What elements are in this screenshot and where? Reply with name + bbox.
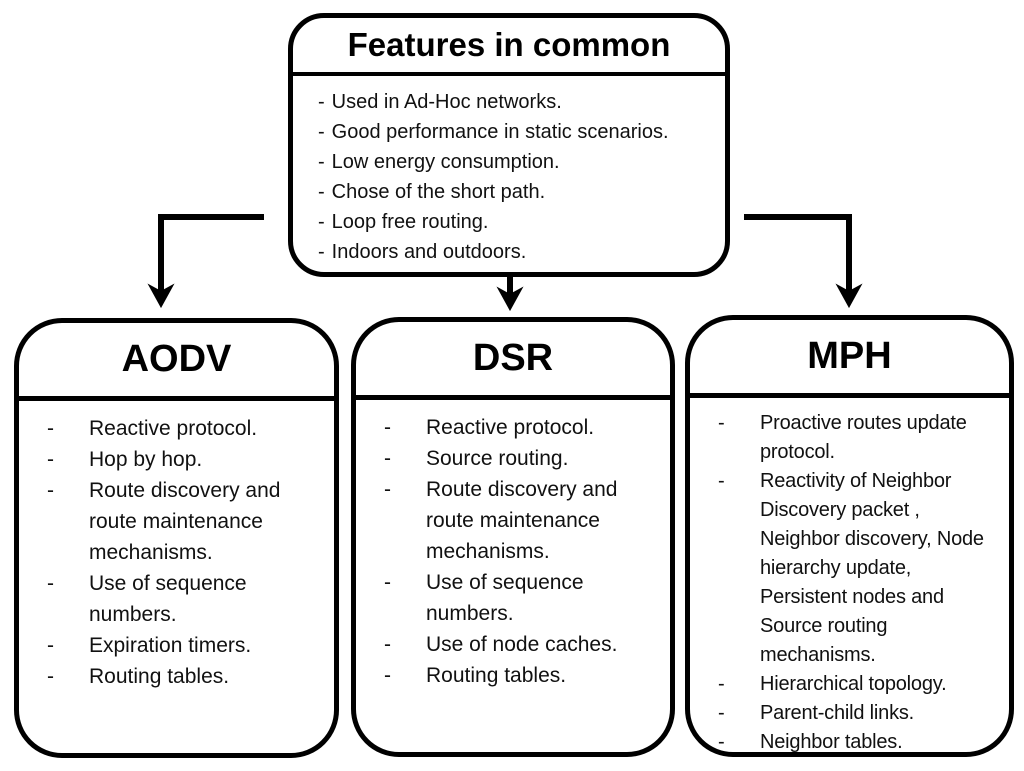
- list-item: - Source routing.: [356, 443, 670, 474]
- dsr-box: DSR - Reactive protocol. - Source routin…: [351, 317, 675, 757]
- features-box-title: Features in common: [293, 18, 725, 76]
- item-text: Hop by hop.: [89, 448, 203, 471]
- list-item: - Good performance in static scenarios.: [318, 117, 717, 147]
- list-item: - Hop by hop.: [19, 444, 334, 475]
- dash-bullet: -: [384, 633, 391, 656]
- item-text: Routing tables.: [426, 664, 567, 687]
- item-text: Route discovery and route maintenance me…: [89, 479, 281, 564]
- dash-bullet: -: [718, 673, 725, 695]
- list-item: - Indoors and outdoors.: [318, 237, 717, 267]
- list-item: - Parent-child links.: [690, 699, 1009, 728]
- item-text: Route discovery and route maintenance me…: [426, 478, 618, 563]
- dash-bullet: -: [318, 91, 325, 113]
- dash-bullet: -: [718, 470, 725, 492]
- item-text: Source routing.: [426, 447, 569, 470]
- dash-bullet: -: [47, 665, 54, 688]
- aodv-box-title: AODV: [19, 323, 334, 401]
- list-item: - Routing tables.: [19, 661, 334, 692]
- dsr-list: - Reactive protocol. - Source routing. -…: [356, 400, 670, 691]
- aodv-box: AODV - Reactive protocol. - Hop by hop. …: [14, 318, 339, 758]
- dash-bullet: -: [384, 571, 391, 594]
- list-item: - Route discovery and route maintenance …: [19, 475, 334, 568]
- list-item: - Neighbor tables.: [690, 728, 1009, 757]
- arrow-to-dsr: [496, 276, 524, 312]
- dash-bullet: -: [318, 241, 325, 263]
- list-item: - Proactive routes update protocol.: [690, 409, 1009, 467]
- item-text: Loop free routing.: [331, 211, 489, 233]
- list-item: - Routing tables.: [356, 660, 670, 691]
- dash-bullet: -: [47, 634, 54, 657]
- dash-bullet: -: [718, 702, 725, 724]
- list-item: - Use of node caches.: [356, 629, 670, 660]
- aodv-list: - Reactive protocol. - Hop by hop. - Rou…: [19, 401, 334, 692]
- dash-bullet: -: [718, 412, 725, 434]
- list-item: - Low energy consumption.: [318, 147, 717, 177]
- dash-bullet: -: [47, 479, 54, 502]
- features-in-common-box: Features in common - Used in Ad-Hoc netw…: [288, 13, 730, 277]
- item-text: Neighbor tables.: [760, 731, 903, 753]
- item-text: Expiration timers.: [89, 634, 252, 657]
- list-item: - Chose of the short path.: [318, 177, 717, 207]
- item-text: Good performance in static scenarios.: [331, 121, 669, 143]
- list-item: - Route discovery and route maintenance …: [356, 474, 670, 567]
- mph-list: - Proactive routes update protocol. - Re…: [690, 398, 1009, 757]
- dash-bullet: -: [318, 121, 325, 143]
- dash-bullet: -: [384, 416, 391, 439]
- item-text: Parent-child links.: [760, 702, 915, 724]
- item-text: Used in Ad-Hoc networks.: [331, 91, 562, 113]
- features-list: - Used in Ad-Hoc networks. - Good perfor…: [293, 76, 725, 267]
- dash-bullet: -: [318, 211, 325, 233]
- list-item: - Reactivity of Neighbor Discovery packe…: [690, 467, 1009, 670]
- dash-bullet: -: [47, 417, 54, 440]
- item-text: Low energy consumption.: [331, 151, 560, 173]
- item-text: Use of node caches.: [426, 633, 618, 656]
- dash-bullet: -: [384, 478, 391, 501]
- list-item: - Used in Ad-Hoc networks.: [318, 87, 717, 117]
- dash-bullet: -: [47, 572, 54, 595]
- list-item: - Use of sequence numbers.: [356, 567, 670, 629]
- dash-bullet: -: [384, 664, 391, 687]
- item-text: Hierarchical topology.: [760, 673, 947, 695]
- dash-bullet: -: [318, 151, 325, 173]
- arrow-to-aodv: [147, 214, 264, 309]
- arrow-to-mph: [744, 214, 863, 309]
- dash-bullet: -: [718, 731, 725, 753]
- item-text: Use of sequence numbers.: [426, 571, 584, 625]
- item-text: Use of sequence numbers.: [89, 572, 247, 626]
- dash-bullet: -: [318, 181, 325, 203]
- item-text: Reactive protocol.: [426, 416, 595, 439]
- list-item: - Reactive protocol.: [356, 412, 670, 443]
- item-text: Indoors and outdoors.: [331, 241, 527, 263]
- mph-box: MPH - Proactive routes update protocol. …: [685, 315, 1014, 757]
- list-item: - Loop free routing.: [318, 207, 717, 237]
- item-text: Reactivity of Neighbor Discovery packet …: [760, 470, 984, 666]
- dsr-box-title: DSR: [356, 322, 670, 400]
- list-item: - Hierarchical topology.: [690, 670, 1009, 699]
- list-item: - Use of sequence numbers.: [19, 568, 334, 630]
- list-item: - Reactive protocol.: [19, 413, 334, 444]
- dash-bullet: -: [384, 447, 391, 470]
- item-text: Proactive routes update protocol.: [760, 412, 967, 463]
- item-text: Reactive protocol.: [89, 417, 258, 440]
- list-item: - Expiration timers.: [19, 630, 334, 661]
- dash-bullet: -: [47, 448, 54, 471]
- item-text: Chose of the short path.: [331, 181, 546, 203]
- mph-box-title: MPH: [690, 320, 1009, 398]
- item-text: Routing tables.: [89, 665, 230, 688]
